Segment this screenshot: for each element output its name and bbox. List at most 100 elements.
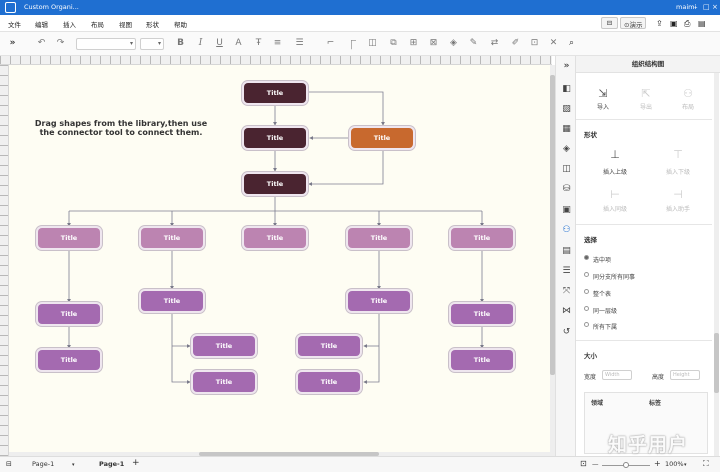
bold-icon[interactable]: B [177,38,184,48]
align-icon[interactable]: ≡ [273,38,282,48]
insert-child-icon[interactable]: ⊤ [673,148,683,161]
select-branch-label[interactable]: 同分支所有同事 [593,274,636,281]
format-icon[interactable]: ◧ [562,84,571,94]
menu-insert[interactable]: 插入 [63,21,76,29]
import-icon[interactable]: ⇲ [598,87,608,100]
underline-icon[interactable]: U [216,38,223,48]
present-button[interactable]: ⊙演示 [620,17,647,29]
select-sub-radio[interactable] [584,322,589,327]
org-node-branch5-2[interactable]: Title [451,350,513,370]
expand-panel-icon[interactable]: » [563,61,570,71]
panel-toggle-icon[interactable]: ⊟ [601,17,618,29]
org-node-level2-3[interactable]: Title [244,228,306,248]
connector-icon[interactable]: ⎾ [346,41,356,51]
canvas-vertical-scrollbar[interactable] [550,65,555,456]
insert-child-label[interactable]: 插入下级 [665,169,690,176]
org-node-branch4-1[interactable]: Title [348,291,410,311]
org-node-level2-5[interactable]: Title [451,228,513,248]
fullscreen-icon[interactable]: ⛶ [703,459,709,468]
fit-icon[interactable]: ⤧ [562,286,571,296]
menu-help[interactable]: 帮助 [174,21,187,29]
fill-color-icon[interactable]: ◈ [450,38,457,48]
insert-sibling-label[interactable]: 插入同级 [602,206,627,213]
width-input[interactable]: Width [602,370,632,380]
menu-layout[interactable]: 布局 [91,21,104,29]
page-style-icon[interactable]: ▨ [562,104,571,114]
org-node-level2-4[interactable]: Title [348,228,410,248]
history-icon[interactable]: ↺ [562,327,571,337]
line-style-icon[interactable]: ⌐ [326,38,335,48]
org-node-top[interactable]: Title [244,83,306,103]
maximize-icon[interactable]: □ [703,3,710,11]
panel-scrollbar[interactable] [714,73,719,456]
font-size-select[interactable]: ▾ [140,38,164,50]
valign-icon[interactable]: ☰ [295,38,304,48]
database-icon[interactable]: ⛁ [562,184,571,194]
import-label[interactable]: 导入 [596,104,609,111]
layout-label[interactable]: 布局 [681,104,694,111]
list-icon[interactable]: ☰ [562,266,571,276]
org-node-side[interactable]: Title [351,128,413,148]
font-color-icon[interactable]: A [235,38,242,48]
crop-icon[interactable]: ⊞ [409,38,418,48]
org-node-branch4-2[interactable]: Title [298,336,360,356]
select-branch-radio[interactable] [584,272,589,277]
tools-icon[interactable]: ✕ [549,38,558,48]
menu-shape[interactable]: 形状 [146,21,159,29]
page-tab[interactable]: Page-1 [99,460,125,468]
org-node-branch2-1[interactable]: Title [141,291,203,311]
chevron-down-icon[interactable]: ▾ [684,462,687,468]
print-icon[interactable]: ⎙ [684,19,691,28]
share-icon[interactable]: ⇪ [656,19,663,28]
redo-icon[interactable]: ↷ [56,38,65,48]
picture-icon[interactable]: ▣ [562,205,571,215]
attachment-icon[interactable]: ▤ [562,246,571,256]
page-list-icon[interactable]: ⊟ [6,460,12,468]
chevron-down-icon[interactable]: ▾ [72,462,75,468]
select-whole-label[interactable]: 整个表 [593,291,612,298]
layers-icon[interactable]: ◈ [563,144,570,154]
page-select[interactable]: Page-1 [32,460,55,468]
insert-parent-icon[interactable]: ⊥ [610,148,620,161]
export-label[interactable]: 导出 [639,104,652,111]
undo-icon[interactable]: ↶ [37,38,46,48]
zoom-out-icon[interactable]: — [592,460,599,468]
scrollbar-thumb[interactable] [714,333,719,393]
font-family-select[interactable]: ▾ [76,38,136,50]
export-icon[interactable]: ⇱ [641,87,651,100]
edit-icon[interactable]: ✐ [511,38,520,48]
org-node-branch2-3[interactable]: Title [193,372,255,392]
zoom-slider-handle[interactable] [623,462,629,468]
org-node-branch5-1[interactable]: Title [451,304,513,324]
insert-assistant-label[interactable]: 插入助手 [665,206,690,213]
comment-icon[interactable]: ◫ [562,164,571,174]
height-input[interactable]: Height [670,370,700,380]
select-level-label[interactable]: 同一层级 [593,308,618,315]
select-whole-radio[interactable] [584,289,589,294]
select-selected-radio[interactable] [584,255,589,260]
insert-assistant-icon[interactable]: ⊣ [673,188,683,201]
scrollbar-thumb[interactable] [550,75,555,375]
zoom-in-icon[interactable]: + [654,459,661,468]
org-node-third[interactable]: Title [244,174,306,194]
save-icon[interactable]: ▣ [670,19,678,28]
minimize-icon[interactable]: – [694,3,698,11]
fit-page-icon[interactable]: ⊡ [580,459,587,468]
menu-view[interactable]: 视图 [119,21,132,29]
insert-parent-label[interactable]: 插入上级 [602,169,627,176]
menu-file[interactable]: 文件 [8,21,21,29]
frame-icon[interactable]: ◫ [368,38,377,48]
collapse-library-icon[interactable]: » [9,38,16,48]
insert-sibling-icon[interactable]: ⊢ [610,188,620,201]
close-icon[interactable]: × [712,3,718,11]
org-node-level2-2[interactable]: Title [141,228,203,248]
org-node-branch1-1[interactable]: Title [38,304,100,324]
lock-icon[interactable]: ⊡ [530,38,539,48]
select-level-radio[interactable] [584,306,589,311]
org-node-branch1-2[interactable]: Title [38,350,100,370]
export-icon[interactable]: ▤ [698,19,706,28]
user-name[interactable]: maimi [676,3,697,11]
italic-icon[interactable]: I [198,38,203,48]
search-icon[interactable]: ⌕ [568,38,575,48]
text-format-icon[interactable]: Ŧ [255,38,262,48]
